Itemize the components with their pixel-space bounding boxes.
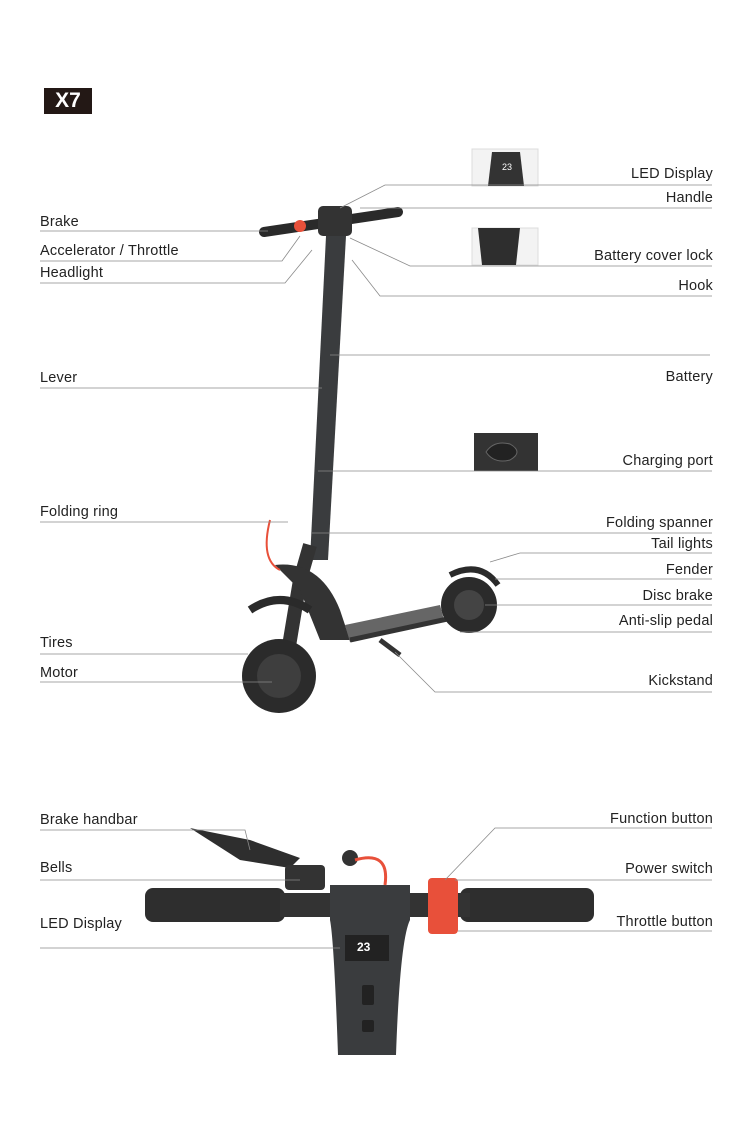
label-led-display: LED Display [631, 166, 713, 182]
label-tail-lights: Tail lights [651, 536, 713, 552]
label-fender: Fender [665, 562, 713, 578]
label-throttle-button: Throttle button [616, 914, 713, 930]
leader-lines [40, 184, 712, 693]
label-folding-spanner: Folding spanner [606, 515, 713, 531]
label-lever: Lever [40, 370, 78, 386]
label-led-display-bottom: LED Display [40, 916, 122, 932]
label-tires: Tires [40, 635, 73, 651]
label-brake-handbar: Brake handbar [40, 812, 138, 828]
label-battery-cover-lock: Battery cover lock [594, 248, 713, 264]
scooter-side-view [242, 206, 501, 713]
label-battery: Battery [665, 369, 713, 385]
label-headlight: Headlight [40, 265, 104, 281]
label-kickstand: Kickstand [648, 673, 713, 689]
label-anti-slip-pedal: Anti-slip pedal [618, 613, 713, 629]
svg-text:23: 23 [502, 162, 512, 172]
label-accelerator: Accelerator / Throttle [40, 243, 179, 259]
label-motor: Motor [40, 665, 79, 681]
label-power-switch: Power switch [625, 861, 713, 877]
label-folding-ring: Folding ring [40, 504, 119, 520]
label-function-button: Function button [610, 811, 713, 827]
label-charging-port: Charging port [622, 453, 713, 469]
label-disc-brake: Disc brake [642, 588, 713, 604]
label-brake: Brake [40, 214, 79, 230]
label-hook: Hook [678, 278, 713, 294]
handlebar-top-view: 23 [145, 828, 594, 1055]
label-handle: Handle [665, 190, 713, 206]
display-reading: 23 [357, 940, 371, 954]
label-bells: Bells [40, 860, 73, 876]
model-badge: X7 [44, 88, 92, 114]
